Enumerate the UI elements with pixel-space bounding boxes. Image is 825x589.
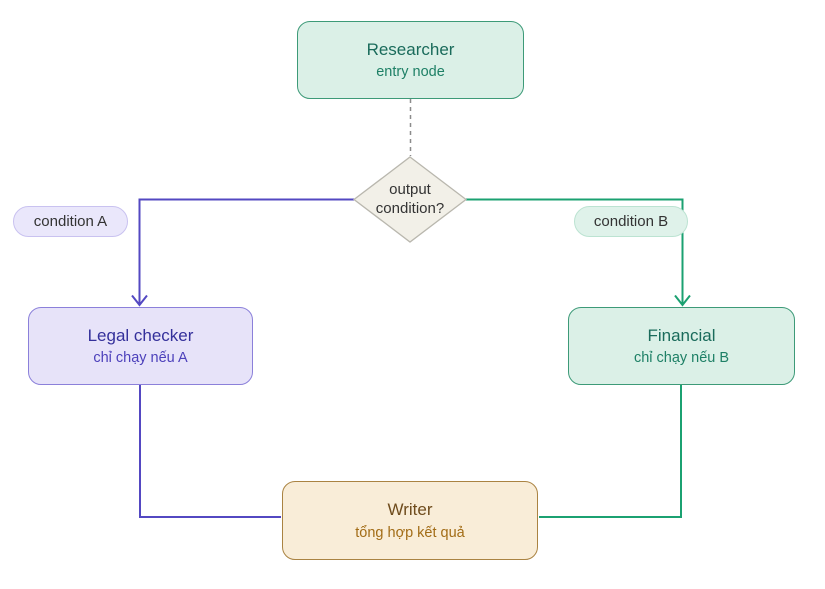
node-researcher: Researcher entry node xyxy=(297,21,524,99)
node-researcher-title: Researcher xyxy=(366,39,455,59)
node-writer: Writer tổng hợp kết quả xyxy=(282,481,538,560)
decision-diamond-shape xyxy=(352,156,468,243)
edge-label-condition-b: condition B xyxy=(574,206,688,237)
edge-label-condition-a: condition A xyxy=(13,206,128,237)
edge-legal-writer xyxy=(139,385,281,518)
node-financial-title: Financial xyxy=(647,325,716,345)
node-researcher-subtitle: entry node xyxy=(376,64,445,81)
node-financial-subtitle: chỉ chạy nếu B xyxy=(633,350,730,367)
edge-decision-financial xyxy=(466,198,684,304)
arrowhead-legal-icon xyxy=(131,294,148,307)
node-legal-checker-title: Legal checker xyxy=(87,325,194,345)
node-financial: Financial chỉ chạy nếu B xyxy=(568,307,795,385)
node-decision-label: output condition? xyxy=(375,181,445,217)
node-writer-title: Writer xyxy=(387,500,433,520)
node-writer-subtitle: tổng hợp kết quả xyxy=(355,524,465,541)
edge-decision-legal xyxy=(138,198,354,304)
edge-financial-writer xyxy=(539,385,682,518)
arrowhead-financial-icon xyxy=(674,294,691,307)
node-legal-checker: Legal checker chỉ chạy nếu A xyxy=(28,307,253,385)
node-legal-checker-subtitle: chỉ chạy nếu A xyxy=(93,350,188,367)
